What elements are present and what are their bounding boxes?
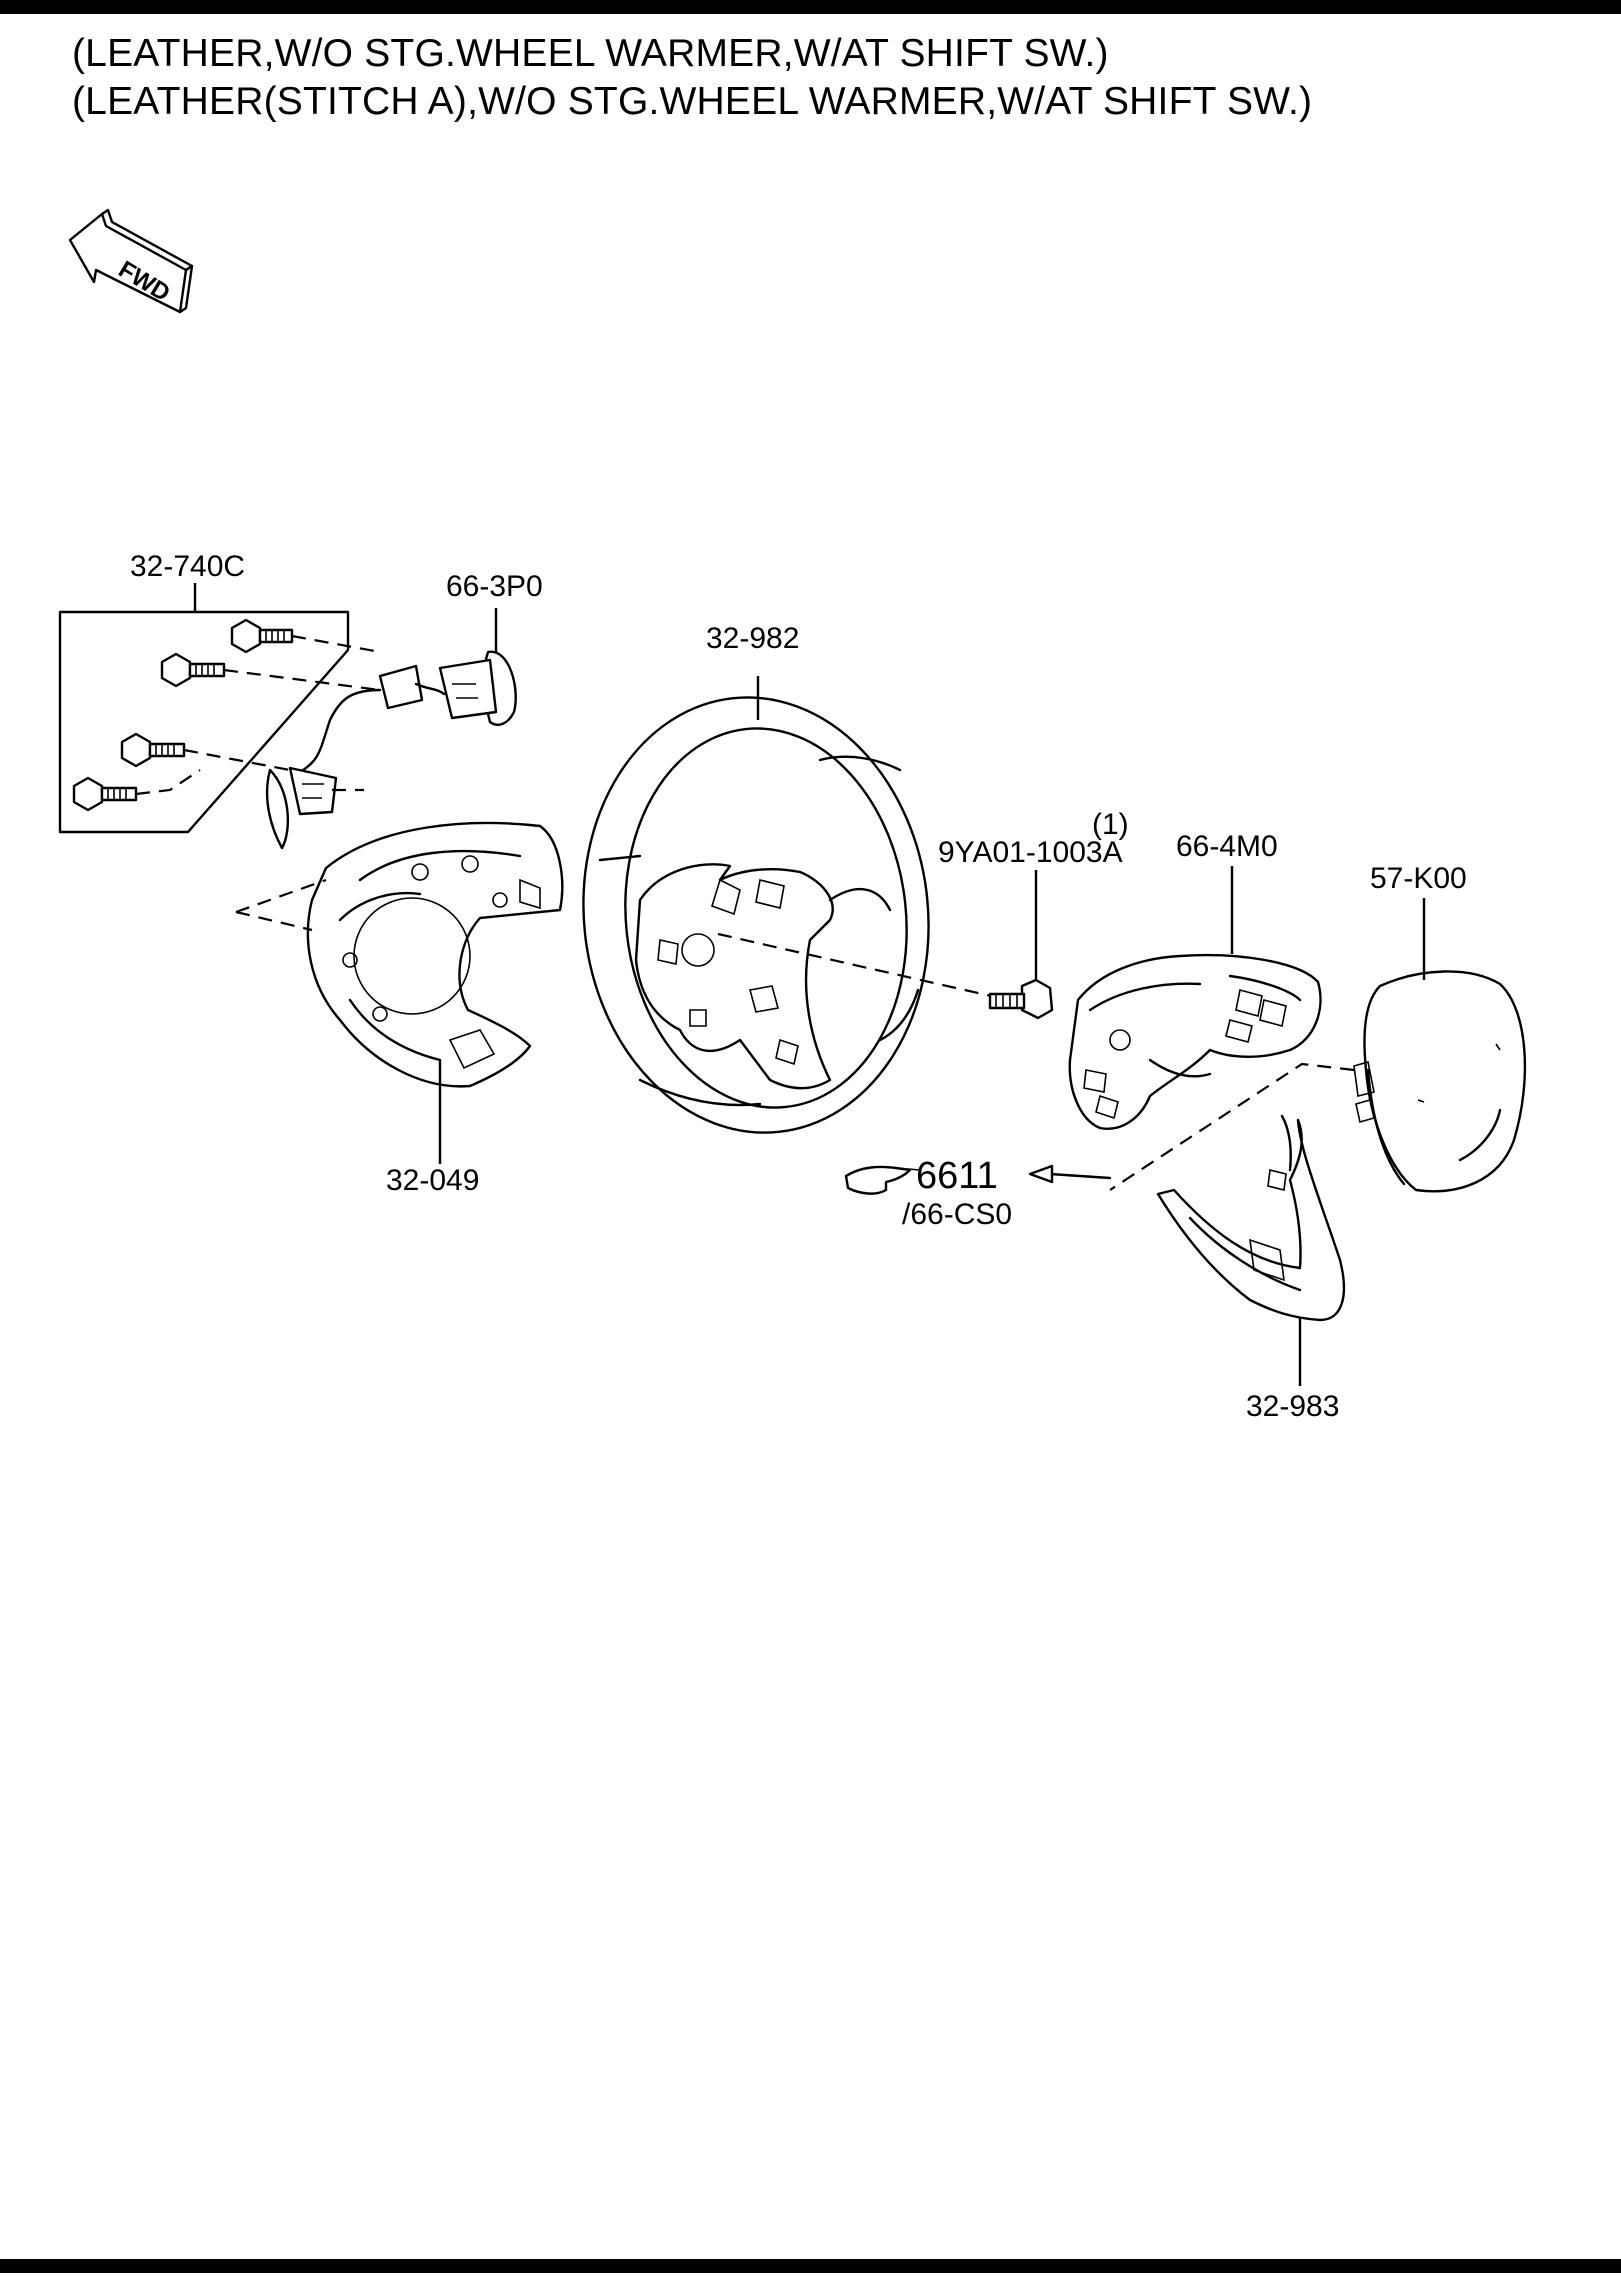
steering-wheel-part	[582, 696, 930, 1134]
title-line-1: (LEATHER,W/O STG.WHEEL WARMER,W/AT SHIFT…	[72, 32, 1109, 75]
bolt-icon	[120, 732, 186, 768]
bolt-qty-label: (1)	[1092, 808, 1129, 841]
bolt-set-group: 32-740C	[58, 550, 381, 834]
airbag-label: 57-K00	[1370, 862, 1467, 895]
bolt-icon	[72, 776, 138, 812]
rear-cover-label: 32-049	[386, 1164, 479, 1197]
pointing-hand-icon	[844, 1165, 921, 1195]
bolt-set-label: 32-740C	[130, 550, 245, 583]
wheel-bolt-icon	[988, 978, 1054, 1020]
airbag-module-part	[1353, 970, 1527, 1193]
shift-switch-label: 66-3P0	[446, 570, 543, 603]
reference-number: 6611	[916, 1155, 998, 1197]
lower-cover-part	[1156, 1114, 1346, 1322]
bolt-icon	[230, 618, 294, 654]
diagram-title-block: (LEATHER,W/O STG.WHEEL WARMER,W/AT SHIFT…	[72, 30, 1312, 126]
bottom-border-rule	[0, 2259, 1621, 2273]
switch-panel-part	[1068, 953, 1322, 1130]
fwd-arrow-label: FWD	[114, 256, 175, 307]
steering-wheel-label: 32-982	[706, 622, 799, 655]
shift-switch-part	[265, 650, 517, 850]
title-line-2: (LEATHER(STITCH A),W/O STG.WHEEL WARMER,…	[72, 80, 1313, 123]
lower-cover-label: 32-983	[1246, 1390, 1339, 1423]
wheel-bolt-label: 9YA01-1003A	[938, 836, 1123, 869]
switch-panel-label: 66-4M0	[1176, 830, 1278, 863]
fwd-arrow-icon: FWD	[68, 208, 194, 314]
top-border-rule	[0, 0, 1621, 14]
reference-sub-number: /66-CS0	[902, 1198, 1012, 1231]
bolt-icon	[160, 652, 226, 688]
rear-cover-part	[306, 821, 564, 1088]
